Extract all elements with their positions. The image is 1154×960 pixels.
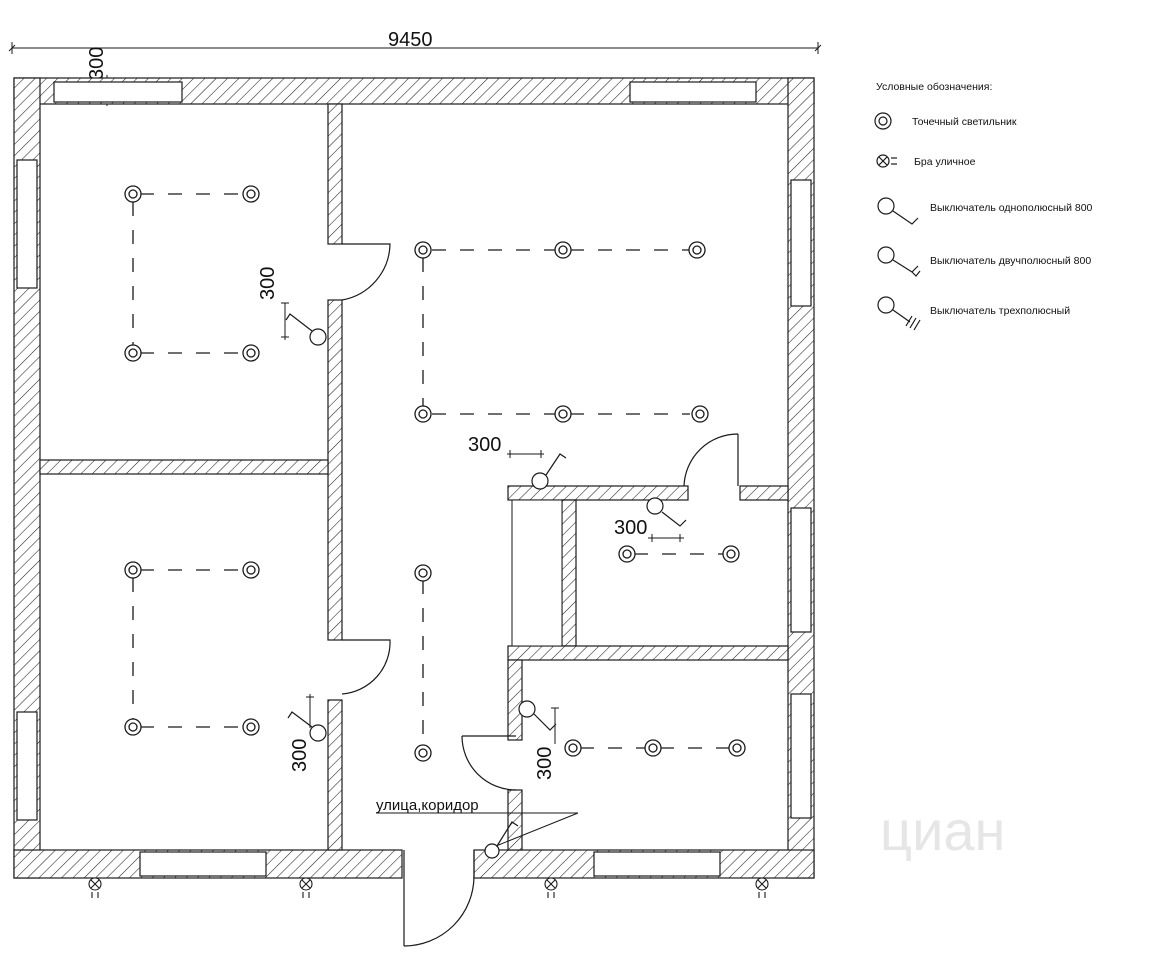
spotlight-icon bbox=[554, 241, 572, 259]
legend-spotlight-label: Точечный светильник bbox=[912, 116, 1017, 128]
doors bbox=[341, 243, 739, 947]
spotlight-icon bbox=[554, 405, 572, 423]
spotlight-icon bbox=[414, 744, 432, 762]
spotlight-icon bbox=[618, 545, 636, 563]
legend-switch-double-label: Выключатель двучполюсный 800 bbox=[930, 255, 1091, 267]
spotlight-icon bbox=[691, 405, 709, 423]
spotlight-icon bbox=[242, 185, 260, 203]
top-offset-label: 300 bbox=[86, 47, 108, 80]
wall-lamp-icon bbox=[88, 877, 102, 898]
legend-switch-triple-icon bbox=[877, 296, 921, 331]
entrance-label: улица,коридор bbox=[376, 797, 479, 814]
watermark: циан bbox=[880, 799, 1005, 862]
wall-lamp-icon bbox=[544, 877, 558, 898]
plan-switches bbox=[285, 313, 687, 859]
spotlight-icon bbox=[414, 241, 432, 259]
spotlight-icon bbox=[414, 564, 432, 582]
legend-switch-single-icon bbox=[877, 197, 919, 225]
spotlight-icon bbox=[722, 545, 740, 563]
spotlight-icon bbox=[688, 241, 706, 259]
switch-offset-marks bbox=[281, 302, 684, 744]
spotlight-icon bbox=[644, 739, 662, 757]
switch-offset-label: 300 bbox=[257, 267, 279, 300]
switch-single-icon bbox=[531, 453, 567, 490]
legend-spotlight-icon bbox=[874, 112, 892, 130]
overall-dimension bbox=[8, 42, 822, 54]
spotlight-icon bbox=[242, 718, 260, 736]
switch-single-icon bbox=[646, 497, 687, 527]
switch-single-icon bbox=[285, 313, 327, 346]
switch-offset-label: 300 bbox=[614, 517, 647, 539]
storage-niche bbox=[511, 499, 563, 647]
spotlight-icon bbox=[242, 344, 260, 362]
spotlight-icon bbox=[124, 344, 142, 362]
switch-offset-label: 300 bbox=[534, 747, 556, 780]
spotlight-icon bbox=[564, 739, 582, 757]
spotlight-icon bbox=[124, 718, 142, 736]
spotlight-icon bbox=[124, 185, 142, 203]
spotlight-icon bbox=[124, 561, 142, 579]
entrance-leader bbox=[376, 812, 579, 847]
wall-lamp-icon bbox=[299, 877, 313, 898]
legend-switch-double-icon bbox=[877, 246, 921, 277]
switch-offset-label: 300 bbox=[289, 739, 311, 772]
exterior-wall-lamps bbox=[88, 877, 769, 898]
windows bbox=[16, 81, 812, 877]
legend-title: Условные обозначения: bbox=[876, 81, 992, 93]
wall-lamp-icon bbox=[755, 877, 769, 898]
spotlight-icon bbox=[414, 405, 432, 423]
overall-width-label: 9450 bbox=[388, 29, 433, 51]
spotlight-icon bbox=[728, 739, 746, 757]
wall-lamp-icon bbox=[484, 821, 519, 859]
legend-wall-lamp-icon bbox=[876, 154, 897, 168]
legend-switch-triple-label: Выключатель трехполюсный bbox=[930, 305, 1070, 317]
switch-single-icon bbox=[518, 700, 557, 731]
switch-offset-label: 300 bbox=[468, 434, 501, 456]
legend-switch-single-label: Выключатель однополюсный 800 bbox=[930, 202, 1093, 214]
legend-wall-lamp-label: Бра уличное bbox=[914, 156, 976, 168]
spotlights bbox=[124, 185, 746, 762]
spotlight-icon bbox=[242, 561, 260, 579]
light-wiring bbox=[132, 193, 730, 749]
switch-single-icon bbox=[287, 711, 327, 742]
